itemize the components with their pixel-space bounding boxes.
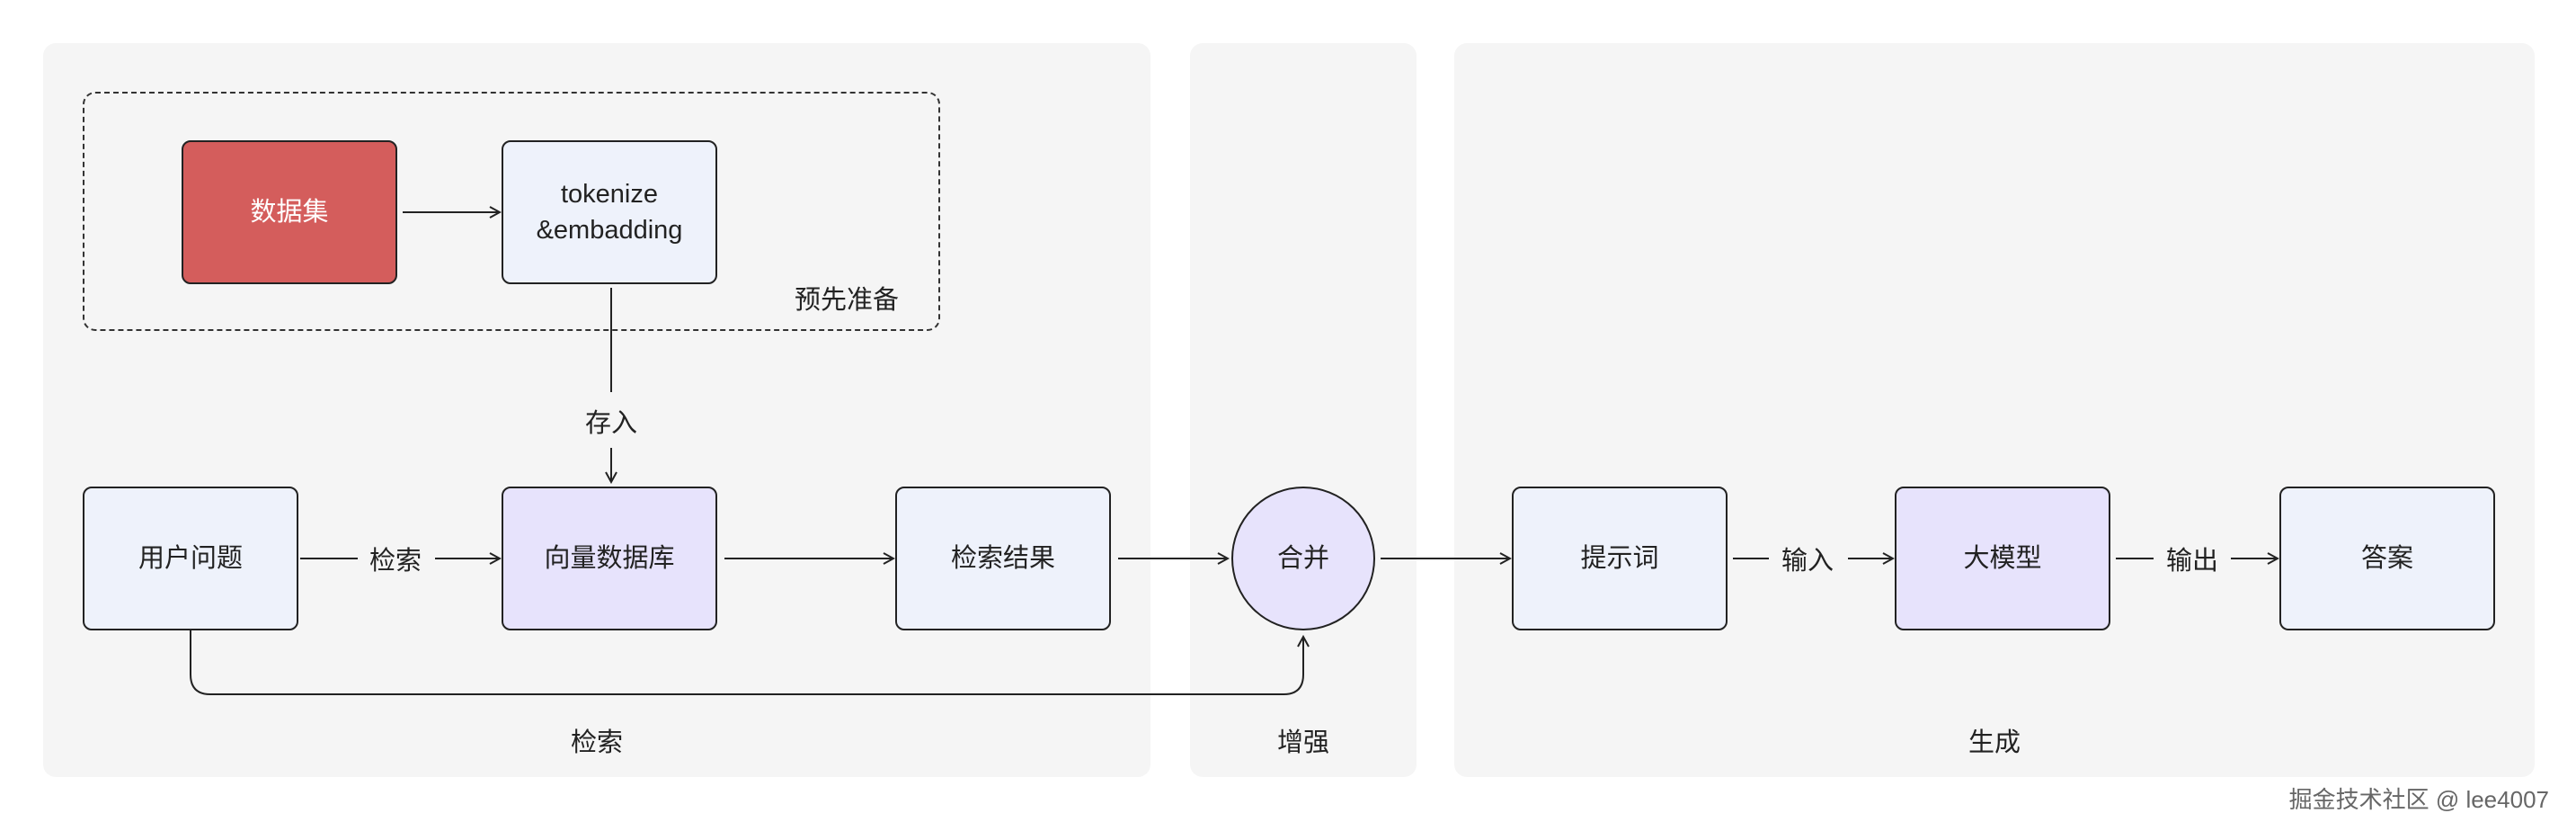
preparation-group: 预先准备 [83,92,940,331]
generation-panel-label: 生成 [1968,728,2021,757]
merge-label: 合并 [1276,544,1329,573]
answer-label: 答案 [2360,544,2413,573]
prompt-node: 提示词 [1512,487,1728,630]
prompt-label: 提示词 [1580,544,1659,573]
generation-panel: 生成 [1454,43,2535,777]
dataset-label: 数据集 [250,198,329,227]
user-question-node: 用户问题 [83,487,298,630]
tokenize-embedding-node: tokenize &embadding [502,140,717,284]
vector-database-node: 向量数据库 [502,487,717,630]
llm-node: 大模型 [1895,487,2110,630]
store-edge-label: 存入 [584,409,638,438]
search-results-label: 检索结果 [950,544,1055,573]
llm-label: 大模型 [1963,544,2042,573]
output-edge-label: 输出 [2165,547,2219,576]
input-edge-label: 输入 [1781,547,1834,576]
answer-node: 答案 [2279,487,2495,630]
augment-panel-label: 增强 [1276,728,1329,757]
vector-database-label: 向量数据库 [544,544,675,573]
search-results-node: 检索结果 [895,487,1111,630]
preparation-group-label: 预先准备 [794,286,899,315]
merge-node: 合并 [1231,487,1375,630]
watermark: 掘金技术社区 @ lee4007 [2288,786,2549,813]
user-question-label: 用户问题 [138,544,243,573]
dataset-node: 数据集 [182,140,397,284]
retrieval-panel-label: 检索 [570,728,623,757]
search-edge-label: 检索 [369,547,422,576]
tokenize-embedding-label: tokenize &embadding [536,180,683,245]
